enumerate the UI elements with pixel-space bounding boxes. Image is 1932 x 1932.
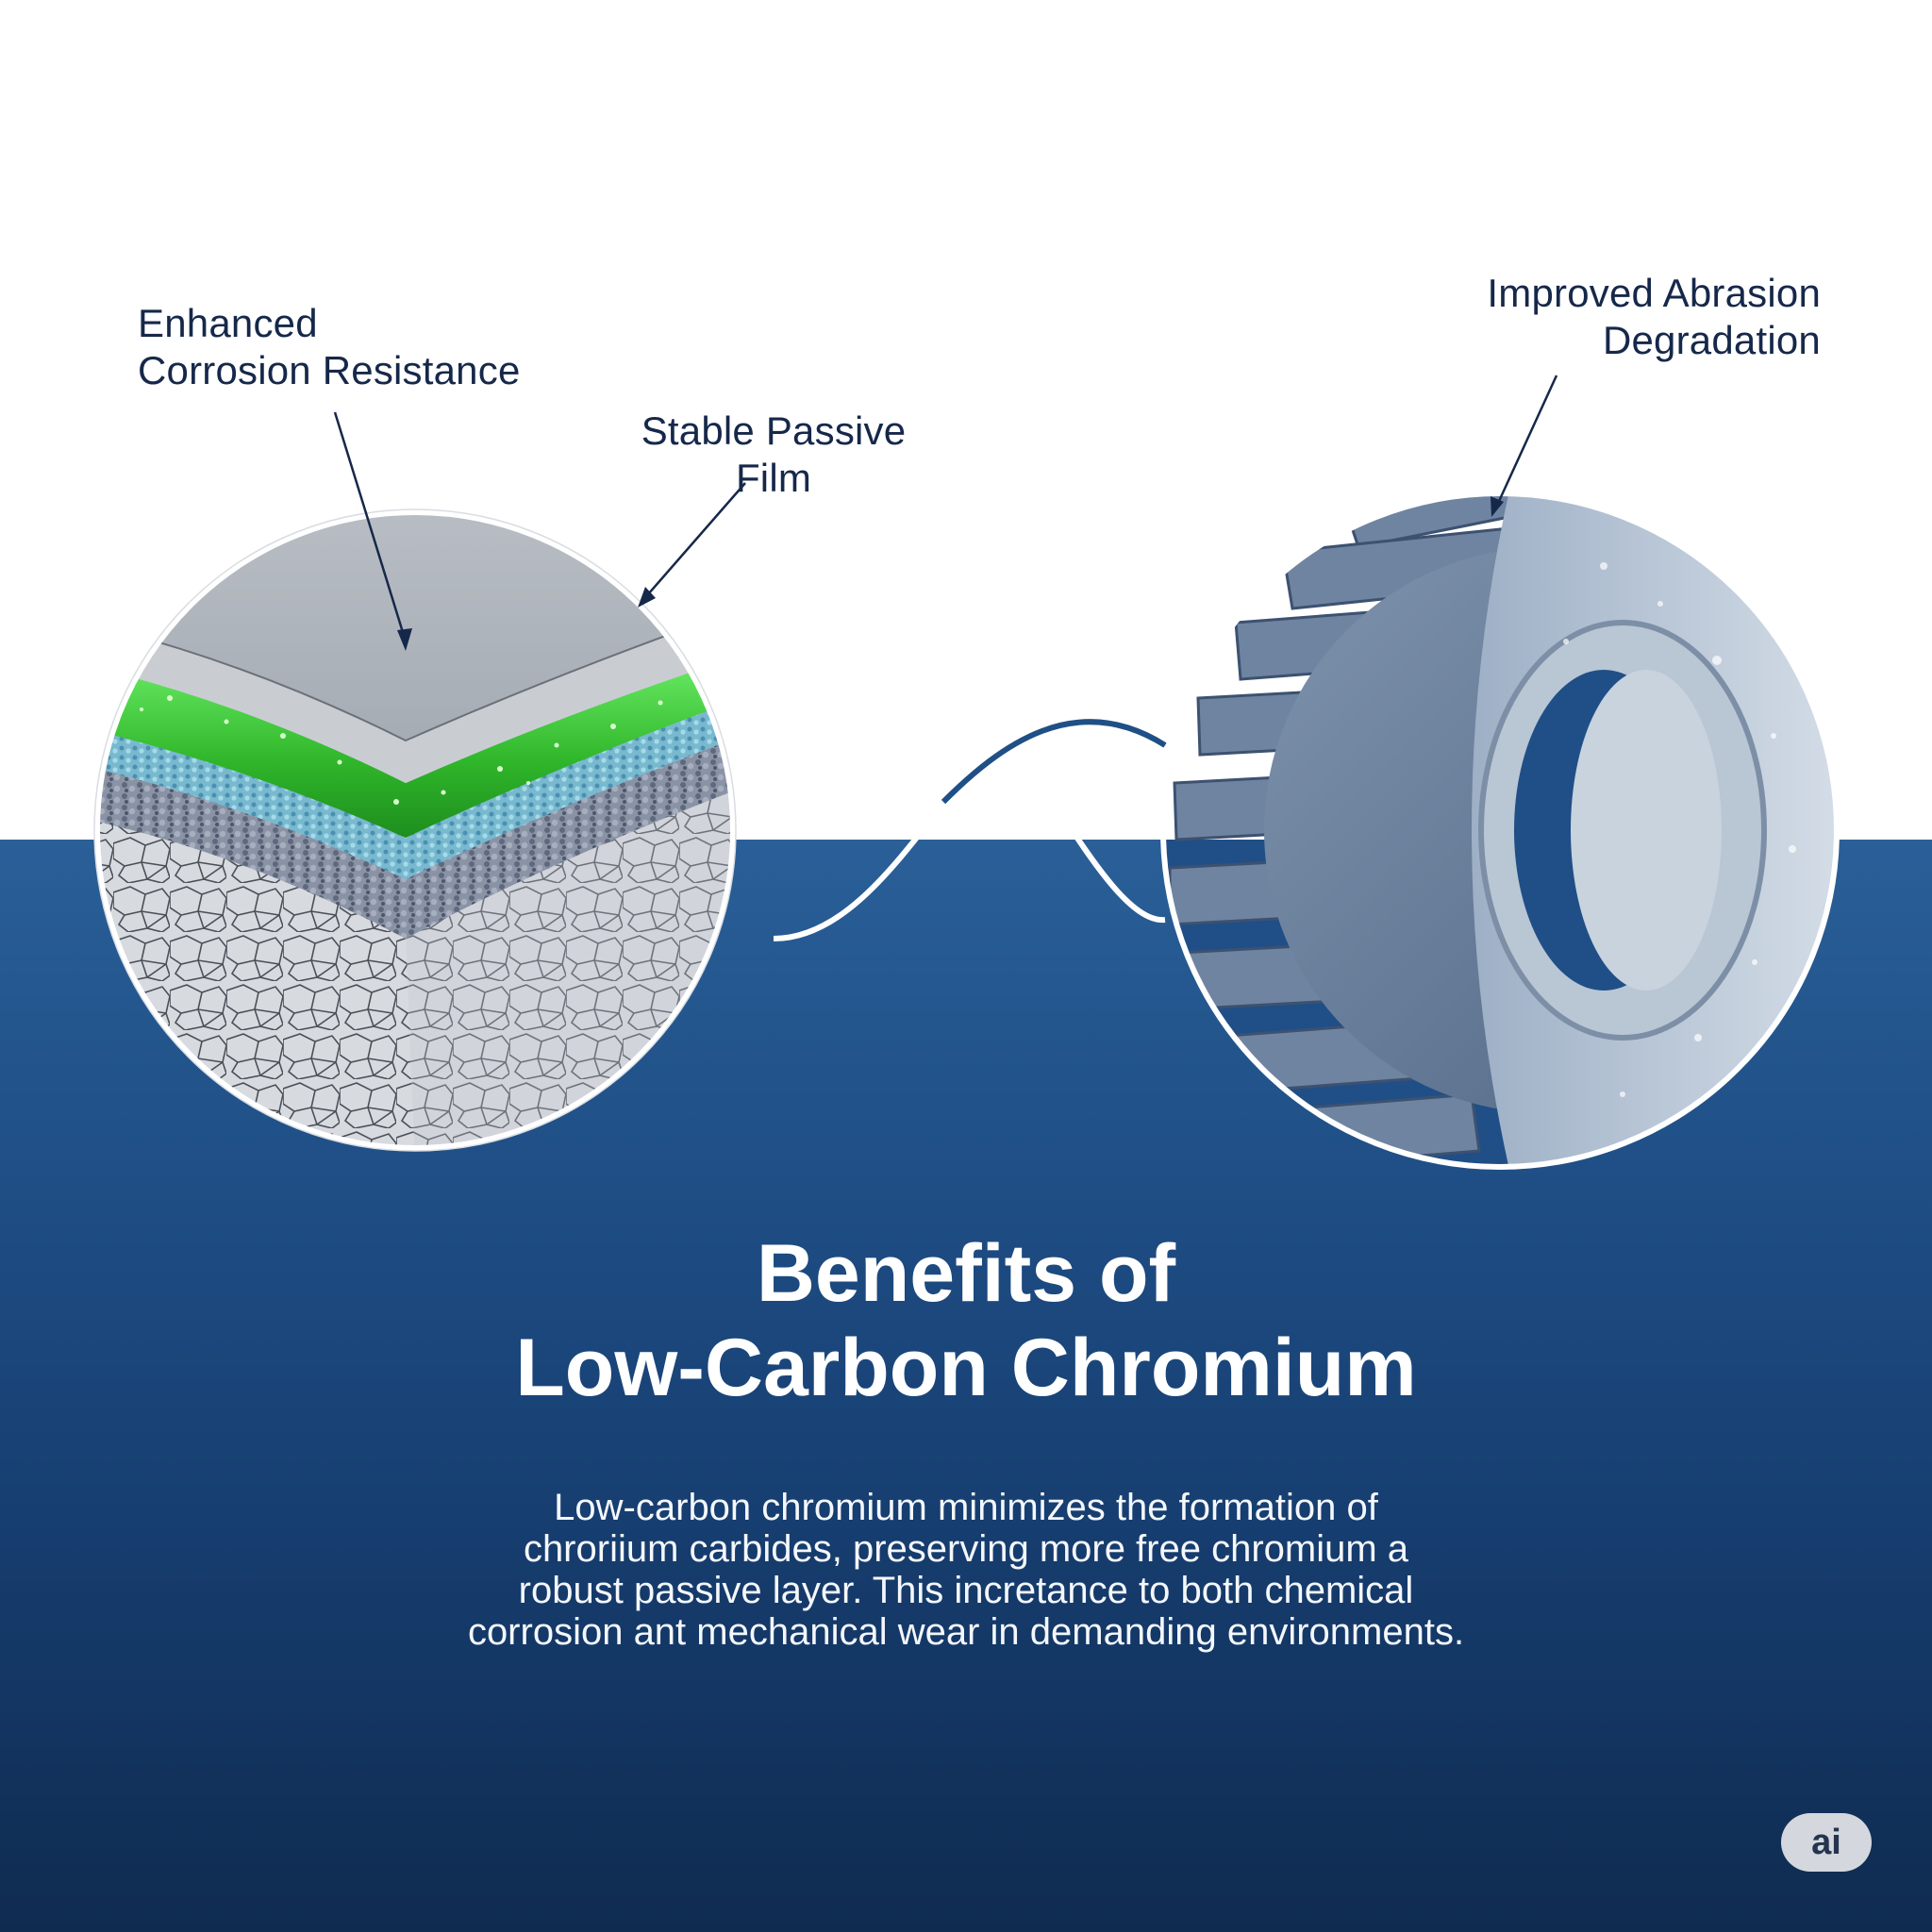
film-sparkles	[140, 695, 663, 805]
annotation-arrows	[333, 375, 1558, 642]
label-corrosion-line2: Corrosion Resistance	[138, 348, 521, 392]
label-abrasion-line2: Degradation	[1602, 318, 1821, 362]
description-line1: Low-carbon chromium minimizes the format…	[554, 1487, 1378, 1528]
description-paragraph: Low-carbon chromium minimizes the format…	[400, 1487, 1532, 1653]
label-passive-line2: Film	[735, 456, 812, 500]
frost-specks	[1563, 562, 1796, 1097]
title-line1: Benefits of	[756, 1228, 1176, 1319]
arrow-passive-film	[641, 482, 746, 603]
description-line3: robust passive layer. This incretance to…	[518, 1570, 1414, 1611]
corrosion-layers-illustration	[97, 512, 733, 1148]
gear-illustration	[1163, 493, 1837, 1167]
description-line2: chroriium carbides, preserving more free…	[523, 1528, 1409, 1570]
connector-curve-lower	[771, 690, 1166, 924]
label-stable-passive-film: Stable Passive Film	[585, 408, 962, 502]
description-line4: corrosion ant mechanical wear in demandi…	[467, 1611, 1465, 1653]
title-line2: Low-Carbon Chromium	[515, 1323, 1417, 1413]
label-abrasion-line1: Improved Abrasion	[1487, 271, 1821, 315]
left-circle-frame	[94, 509, 736, 1151]
label-improved-abrasion: Improved Abrasion Degradation	[1358, 270, 1821, 364]
ai-badge: ai	[1781, 1813, 1872, 1872]
page-title: Benefits of Low-Carbon Chromium	[0, 1226, 1932, 1415]
label-corrosion-resistance: Enhanced Corrosion Resistance	[138, 300, 521, 394]
right-circle-frame	[1160, 491, 1840, 1170]
connector-curve-blue	[941, 719, 1167, 805]
arrow-corrosion	[333, 411, 408, 642]
label-passive-line1: Stable Passive	[641, 408, 907, 453]
arrow-abrasion	[1493, 375, 1558, 510]
label-corrosion-line1: Enhanced	[138, 301, 318, 345]
